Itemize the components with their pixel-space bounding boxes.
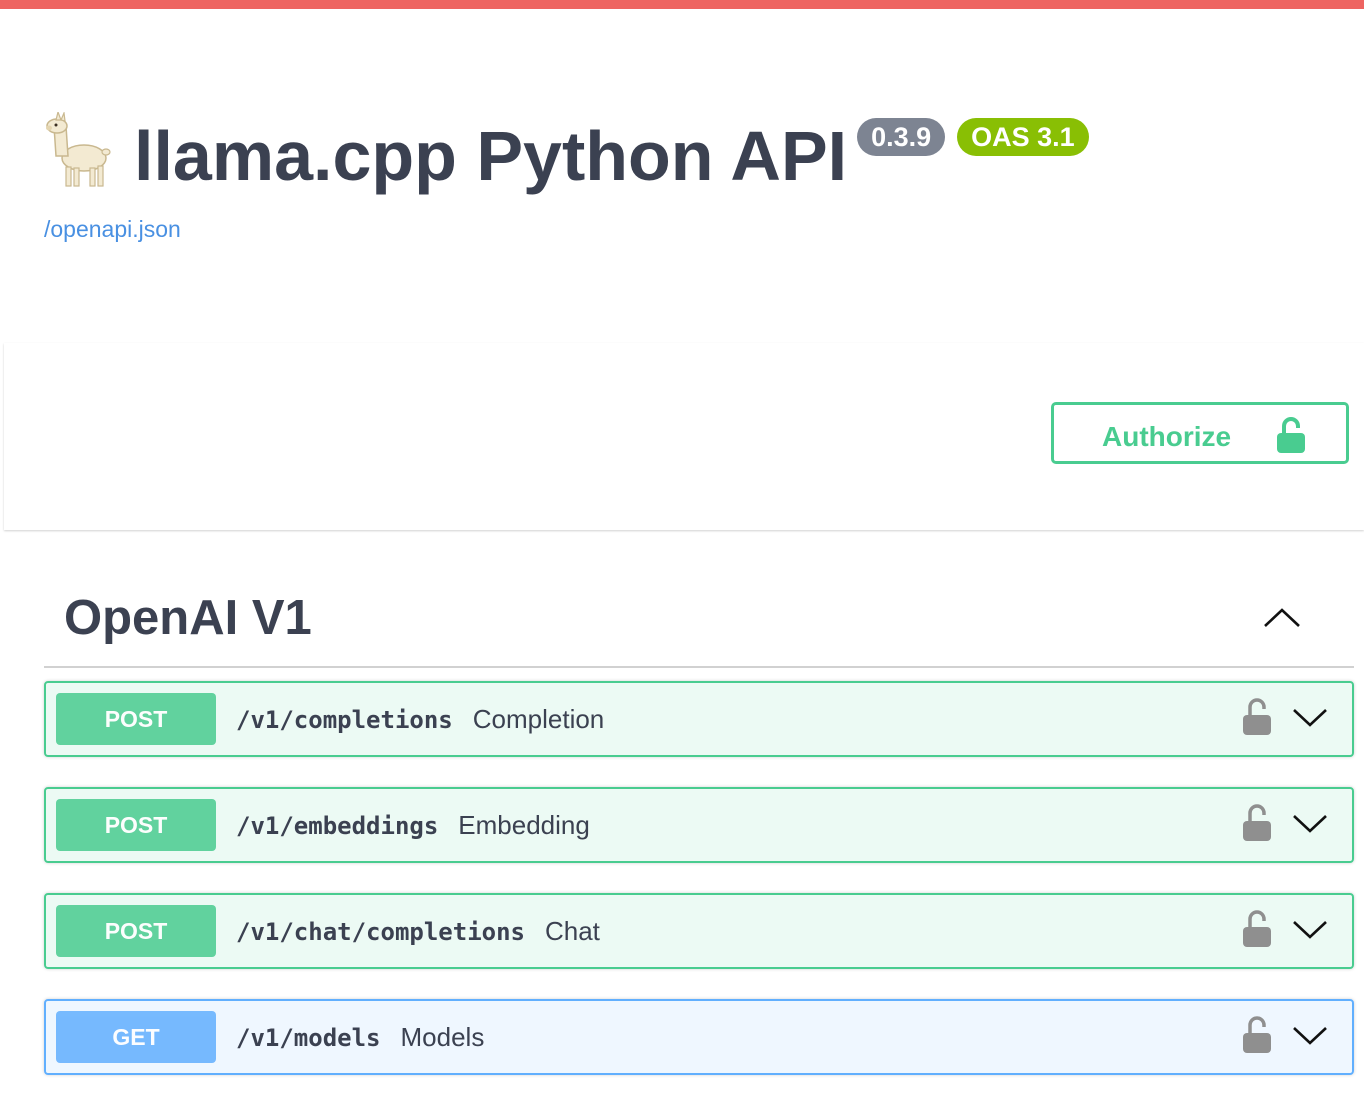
unlocked-lock-icon[interactable] [1242,803,1272,841]
operation-path: /v1/embeddings Embedding [236,810,590,841]
operation-summary: Embedding [458,810,590,840]
path-text: /v1/models [236,1024,381,1052]
tag-section-openai-v1: OpenAI V1 POST /v1/completions Completion… [44,570,1354,1075]
operation-get-models[interactable]: GET /v1/models Models [44,999,1354,1075]
chevron-down-icon[interactable] [1292,919,1328,941]
api-info: llama.cpp Python API 0.3.9 OAS 3.1 /open… [44,110,1344,243]
authorize-button[interactable]: Authorize [1051,402,1349,464]
scheme-container: Authorize [4,343,1364,530]
title-text: llama.cpp Python API [134,117,848,195]
path-text: /v1/embeddings [236,812,439,840]
path-text: /v1/chat/completions [236,918,525,946]
title-row: llama.cpp Python API 0.3.9 OAS 3.1 [44,110,1344,202]
oas-version-badge: OAS 3.1 [957,118,1089,156]
method-badge: POST [56,693,216,745]
openapi-json-link[interactable]: /openapi.json [44,216,181,242]
operation-summary: Models [400,1022,485,1052]
tag-title: OpenAI V1 [64,591,312,645]
chevron-down-icon[interactable] [1292,707,1328,729]
method-badge: POST [56,799,216,851]
authorize-button-label: Authorize [1102,421,1232,452]
top-accent-bar [0,0,1364,9]
operation-post-completions[interactable]: POST /v1/completions Completion [44,681,1354,757]
operation-path: /v1/chat/completions Chat [236,916,600,947]
path-text: /v1/completions [236,706,453,734]
page-title: llama.cpp Python API [44,110,847,202]
chevron-down-icon[interactable] [1292,1025,1328,1047]
operation-summary: Chat [544,916,600,946]
operation-path: /v1/models Models [236,1022,484,1053]
tag-header[interactable]: OpenAI V1 [44,570,1354,668]
version-badge: 0.3.9 [857,118,946,156]
operation-post-chat-completions[interactable]: POST /v1/chat/completions Chat [44,893,1354,969]
method-badge: GET [56,1011,216,1063]
unlocked-lock-icon [1277,417,1305,453]
chevron-down-icon[interactable] [1292,813,1328,835]
llama-icon [46,112,111,187]
method-badge: POST [56,905,216,957]
unlocked-lock-icon[interactable] [1242,697,1272,735]
operation-summary: Completion [472,704,605,734]
operation-path: /v1/completions Completion [236,704,604,735]
unlocked-lock-icon[interactable] [1242,909,1272,947]
unlocked-lock-icon[interactable] [1242,1015,1272,1053]
chevron-up-icon[interactable] [1262,602,1302,632]
operation-post-embeddings[interactable]: POST /v1/embeddings Embedding [44,787,1354,863]
